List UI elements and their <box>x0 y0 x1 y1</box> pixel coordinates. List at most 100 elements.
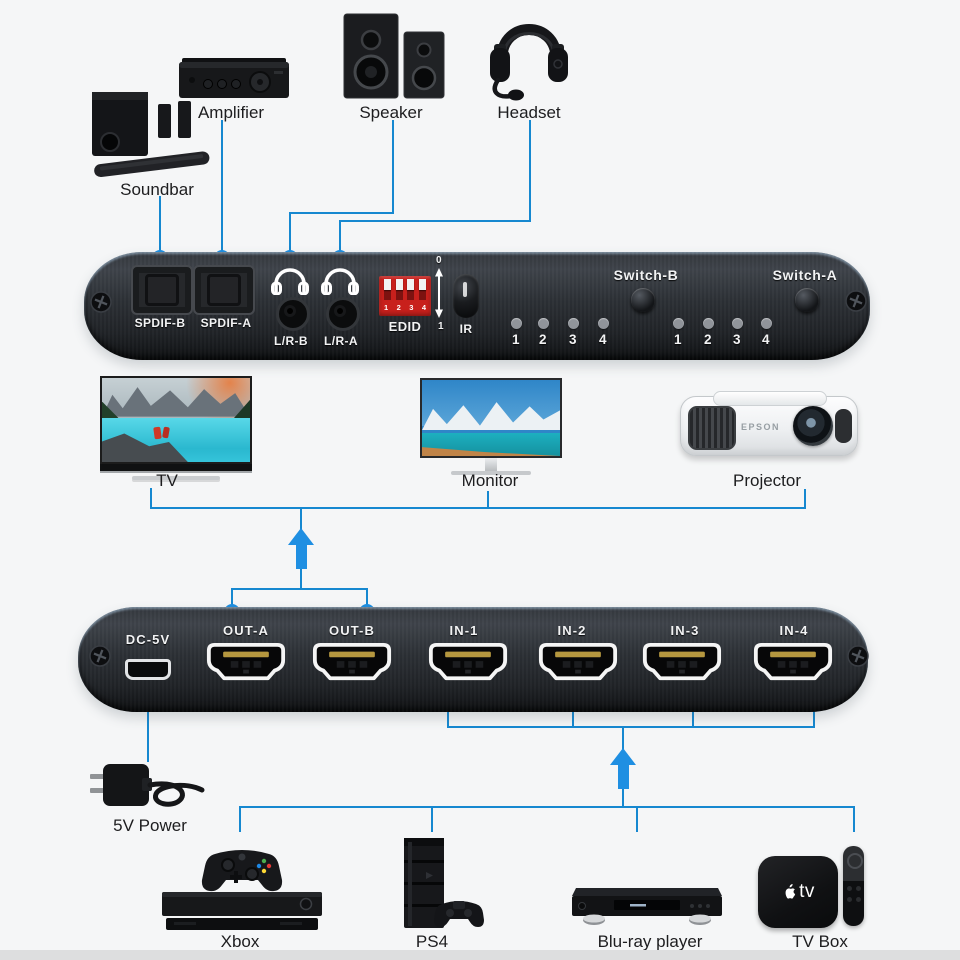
line-in3-stub <box>692 705 694 728</box>
xbox-label: Xbox <box>220 932 260 951</box>
led-b4-label: 4 <box>599 332 607 347</box>
headset-label: Headset <box>497 103 561 122</box>
screw-icon <box>847 645 869 667</box>
led-a3 <box>732 318 743 329</box>
dip-switch-1 <box>384 279 391 300</box>
line-tv-stub <box>150 488 152 509</box>
lr-b-jack <box>276 297 310 331</box>
edid-label: EDID <box>388 319 422 334</box>
tvbox-image: tv <box>758 846 864 932</box>
line-headset-drop <box>529 120 531 222</box>
tv-screen <box>100 376 252 464</box>
amplifier-label: Amplifier <box>197 103 265 122</box>
line-headset-tail <box>339 221 341 256</box>
hdmi-out-b-port <box>312 643 392 681</box>
soundbar-label: Soundbar <box>120 180 194 199</box>
switch-b-label: Switch-B <box>613 267 679 283</box>
screw-icon <box>89 645 111 667</box>
out-a-label: OUT-A <box>223 623 269 638</box>
in-2-label: IN-2 <box>557 623 587 638</box>
monitor-label: Monitor <box>461 471 519 490</box>
tv-label: TV <box>156 471 178 490</box>
headphone-icon <box>270 268 310 295</box>
led-b3-label: 3 <box>569 332 577 347</box>
spdif-b-label: SPDIF-B <box>134 316 186 330</box>
bluray-label: Blu-ray player <box>597 932 703 951</box>
in-3-label: IN-3 <box>670 623 700 638</box>
line-headset-run <box>339 220 531 222</box>
hdmi-in-3-port <box>642 643 722 681</box>
led-b2 <box>538 318 549 329</box>
led-a1 <box>673 318 684 329</box>
line-monitor-stub <box>487 491 489 509</box>
led-b1-label: 1 <box>512 332 520 347</box>
dip-switch-2 <box>395 279 403 300</box>
line-soundbar <box>159 196 161 254</box>
projector-label: Projector <box>732 471 802 490</box>
hdmi-out-a-port <box>206 643 286 681</box>
lr-b-label: L/R-B <box>274 334 308 348</box>
led-a1-label: 1 <box>674 332 682 347</box>
monitor-image <box>420 378 562 475</box>
screw-icon <box>90 291 112 313</box>
line-source-bus <box>239 806 855 808</box>
led-b4 <box>598 318 609 329</box>
dip-num: 2 <box>396 303 401 312</box>
projector-brand: EPSON <box>741 422 781 432</box>
line-output-bracket <box>231 588 368 590</box>
power-adapter-image <box>90 764 205 807</box>
line-display-bus <box>150 507 806 509</box>
speaker-label: Speaker <box>359 103 423 122</box>
apple-logo-icon <box>785 883 796 899</box>
led-a2 <box>703 318 714 329</box>
line-amplifier <box>221 120 223 254</box>
led-b1 <box>511 318 522 329</box>
hdmi-in-1-port <box>428 643 508 681</box>
ps4-label: PS4 <box>415 932 449 951</box>
arrow-outputs-to-displays <box>288 528 314 569</box>
edid-zero-label: 0 <box>436 255 442 266</box>
edid-range-arrow <box>434 267 444 319</box>
in-4-label: IN-4 <box>779 623 809 638</box>
image-bottom-band <box>0 950 960 960</box>
dip-switch-4 <box>418 279 426 300</box>
line-power <box>147 705 149 762</box>
bluray-image <box>572 888 722 925</box>
arrow-sources-to-inputs <box>610 748 636 789</box>
xbox-image <box>162 850 322 930</box>
line-speaker-drop <box>392 120 394 214</box>
dip-switch-3 <box>407 279 415 300</box>
speaker-image <box>343 13 445 99</box>
line-xbox-stub <box>239 806 241 832</box>
projector-vent <box>688 406 736 450</box>
edid-dip-switch: 1 2 3 4 <box>379 276 431 316</box>
soundbar-image <box>92 92 210 178</box>
tv-image <box>100 376 252 480</box>
headset-image <box>490 24 568 101</box>
hdmi-in-2-port <box>538 643 618 681</box>
switch-b-button[interactable] <box>631 288 655 312</box>
projector-lens <box>793 406 833 446</box>
dip-num: 1 <box>384 303 389 312</box>
edid-one-label: 1 <box>438 321 444 332</box>
line-outb-stub <box>366 588 368 606</box>
line-ps4-stub <box>431 806 433 832</box>
dc-5v-label: DC-5V <box>125 632 171 647</box>
tvbox-label: TV Box <box>792 932 848 951</box>
line-bluray-stub <box>636 806 638 832</box>
in-1-label: IN-1 <box>449 623 479 638</box>
switch-a-button[interactable] <box>795 288 819 312</box>
line-in2-stub <box>572 705 574 728</box>
led-a4-label: 4 <box>762 332 770 347</box>
led-b2-label: 2 <box>539 332 547 347</box>
lr-a-jack <box>326 297 360 331</box>
out-b-label: OUT-B <box>329 623 375 638</box>
dip-num: 3 <box>409 303 414 312</box>
line-outa-stub <box>231 588 233 606</box>
line-in4-stub <box>813 704 815 728</box>
monitor-screen <box>420 378 562 458</box>
line-speaker-run <box>289 212 394 214</box>
line-speaker-tail <box>289 213 291 254</box>
headphone-icon <box>320 268 360 295</box>
apple-tv-logo-text: tv <box>799 881 815 902</box>
